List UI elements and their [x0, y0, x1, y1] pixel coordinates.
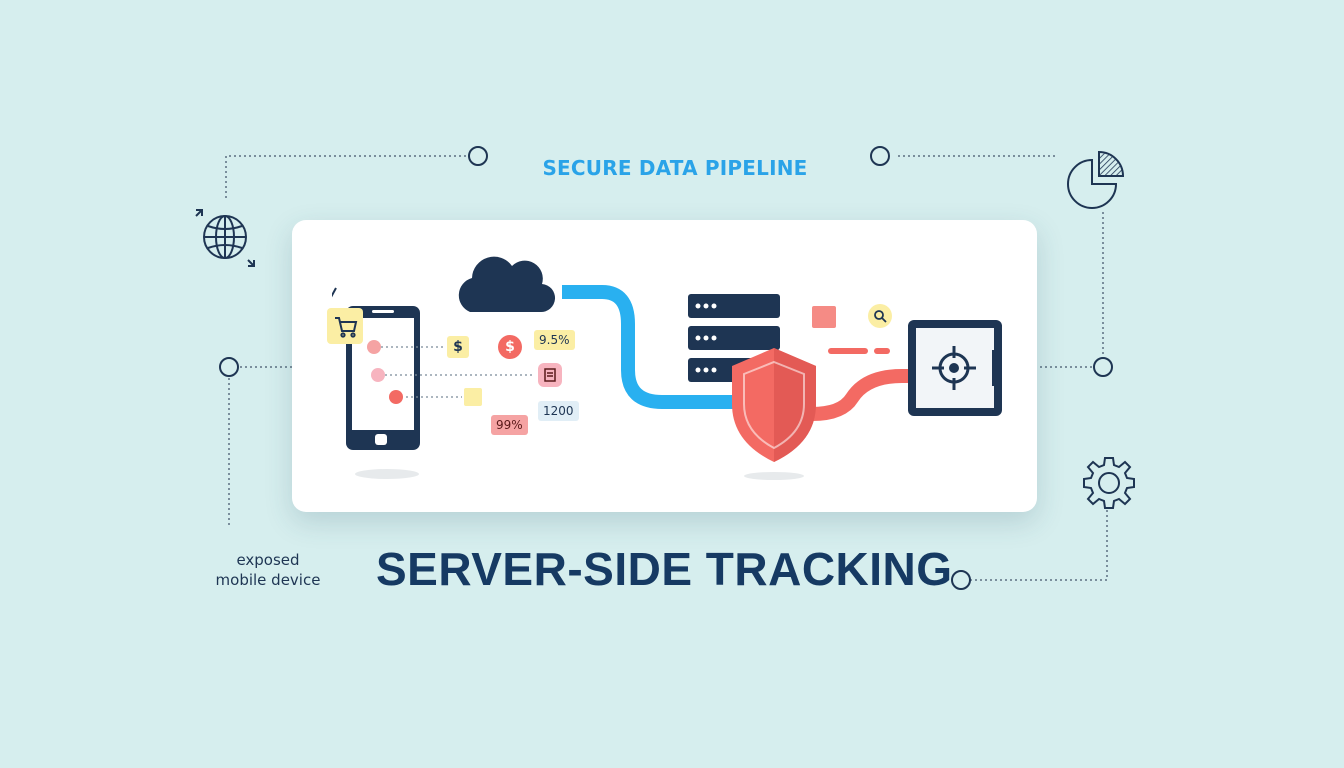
node-dot: [870, 146, 890, 166]
receipt-icon: [538, 363, 562, 387]
pipeline-subtitle: SECURE DATA PIPELINE: [542, 156, 808, 180]
caption-line-1: exposed: [236, 551, 300, 569]
page-title: SERVER-SIDE TRACKING: [376, 543, 953, 595]
node-dot: [951, 570, 971, 590]
count-tag: 1200: [538, 401, 579, 421]
data-bar: [828, 348, 868, 354]
data-leaders: [367, 340, 534, 404]
cart-icon: [327, 308, 363, 344]
caption-line-2: mobile device: [215, 571, 321, 589]
pipeline-card: $ $ 9.5% 99% 1200: [292, 220, 1037, 512]
data-dot: [389, 390, 403, 404]
node-dot: [468, 146, 488, 166]
data-bar-short: [874, 348, 890, 354]
cloud-icon: [458, 256, 556, 313]
dollar-badge: $: [447, 336, 469, 358]
gear-icon: [1083, 457, 1135, 509]
red-data-pipe: [805, 369, 921, 421]
pie-chart-icon: [1067, 150, 1125, 209]
red-square: [812, 306, 836, 328]
yellow-square: [464, 388, 482, 406]
device-caption: exposed mobile device: [196, 550, 340, 590]
percent-tag-2: 99%: [491, 415, 528, 435]
node-dot: [219, 357, 239, 377]
percent-tag: 9.5%: [534, 330, 575, 350]
data-dot: [367, 340, 381, 354]
blue-data-pipe: [562, 285, 741, 409]
data-dot: [371, 368, 385, 382]
search-icon: [868, 304, 892, 328]
node-dot: [1093, 357, 1113, 377]
dollar-circle-badge: $: [498, 335, 522, 359]
vault-icon: [908, 320, 1002, 416]
globe-icon: [195, 209, 255, 267]
shield-icon: [732, 348, 816, 480]
